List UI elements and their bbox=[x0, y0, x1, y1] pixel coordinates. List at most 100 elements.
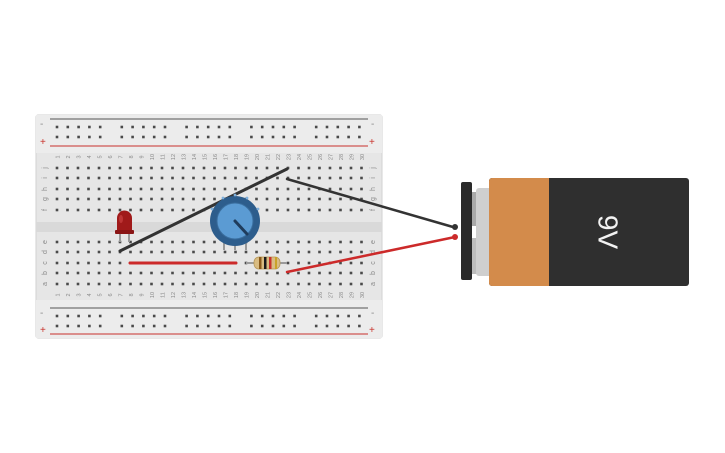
breadboard-hole[interactable] bbox=[150, 250, 153, 254]
resistor[interactable] bbox=[246, 256, 287, 270]
rail-hole[interactable] bbox=[196, 125, 199, 129]
breadboard-hole[interactable] bbox=[244, 176, 248, 180]
rail-hole[interactable] bbox=[325, 314, 329, 318]
rail-hole[interactable] bbox=[66, 324, 70, 328]
rail-hole[interactable] bbox=[66, 135, 70, 139]
breadboard-hole[interactable] bbox=[55, 271, 59, 275]
rail-hole[interactable] bbox=[98, 125, 102, 129]
rail-hole[interactable] bbox=[282, 135, 286, 139]
breadboard-hole[interactable] bbox=[139, 250, 143, 254]
rail-hole[interactable] bbox=[66, 125, 70, 129]
breadboard-hole[interactable] bbox=[318, 197, 321, 201]
breadboard-hole[interactable] bbox=[297, 282, 300, 286]
breadboard-hole[interactable] bbox=[202, 197, 206, 201]
breadboard-hole[interactable] bbox=[265, 166, 269, 170]
breadboard-hole[interactable] bbox=[192, 240, 195, 244]
rail-hole[interactable] bbox=[142, 324, 145, 328]
breadboard-hole[interactable] bbox=[76, 166, 80, 170]
breadboard-hole[interactable] bbox=[66, 208, 69, 212]
breadboard-hole[interactable] bbox=[108, 282, 111, 286]
breadboard-hole[interactable] bbox=[286, 208, 290, 212]
breadboard-hole[interactable] bbox=[297, 261, 300, 265]
breadboard-hole[interactable] bbox=[181, 240, 185, 244]
rail-hole[interactable] bbox=[98, 135, 102, 139]
breadboard-hole[interactable] bbox=[234, 250, 237, 254]
rail-hole[interactable] bbox=[358, 324, 361, 328]
breadboard-hole[interactable] bbox=[139, 176, 143, 180]
rail-hole[interactable] bbox=[358, 314, 361, 318]
rail-hole[interactable] bbox=[228, 314, 232, 318]
breadboard-hole[interactable] bbox=[108, 166, 111, 170]
breadboard-hole[interactable] bbox=[76, 250, 80, 254]
breadboard-hole[interactable] bbox=[307, 208, 311, 212]
breadboard-hole[interactable] bbox=[307, 166, 311, 170]
rail-hole[interactable] bbox=[250, 125, 253, 129]
rail-hole[interactable] bbox=[66, 314, 70, 318]
rail-hole[interactable] bbox=[293, 135, 296, 139]
breadboard-hole[interactable] bbox=[139, 282, 143, 286]
breadboard-hole[interactable] bbox=[97, 208, 101, 212]
breadboard-hole[interactable] bbox=[97, 197, 101, 201]
rail-hole[interactable] bbox=[88, 125, 91, 129]
breadboard-hole[interactable] bbox=[160, 166, 164, 170]
breadboard-hole[interactable] bbox=[265, 208, 269, 212]
breadboard-hole[interactable] bbox=[108, 261, 111, 265]
breadboard-holes[interactable] bbox=[55, 125, 363, 328]
breadboard-hole[interactable] bbox=[108, 250, 111, 254]
breadboard-hole[interactable] bbox=[181, 176, 185, 180]
breadboard-hole[interactable] bbox=[87, 166, 90, 170]
breadboard-hole[interactable] bbox=[76, 240, 80, 244]
breadboard-hole[interactable] bbox=[66, 166, 69, 170]
breadboard-hole[interactable] bbox=[129, 176, 132, 180]
breadboard-hole[interactable] bbox=[360, 271, 363, 275]
rail-hole[interactable] bbox=[250, 324, 253, 328]
breadboard-hole[interactable] bbox=[244, 250, 248, 254]
rail-hole[interactable] bbox=[347, 314, 350, 318]
breadboard-hole[interactable] bbox=[339, 166, 342, 170]
breadboard-hole[interactable] bbox=[360, 208, 363, 212]
breadboard-hole[interactable] bbox=[76, 187, 80, 191]
breadboard-hole[interactable] bbox=[97, 261, 101, 265]
breadboard-hole[interactable] bbox=[244, 166, 248, 170]
breadboard-hole[interactable] bbox=[171, 176, 174, 180]
breadboard-hole[interactable] bbox=[265, 282, 269, 286]
breadboard-hole[interactable] bbox=[255, 271, 258, 275]
breadboard-hole[interactable] bbox=[223, 282, 227, 286]
breadboard-hole[interactable] bbox=[328, 166, 332, 170]
rail-hole[interactable] bbox=[88, 135, 91, 139]
breadboard-hole[interactable] bbox=[108, 208, 111, 212]
breadboard-hole[interactable] bbox=[286, 282, 290, 286]
breadboard-hole[interactable] bbox=[202, 271, 206, 275]
breadboard-hole[interactable] bbox=[213, 166, 216, 170]
breadboard-hole[interactable] bbox=[139, 187, 143, 191]
breadboard-hole[interactable] bbox=[192, 282, 195, 286]
black-jumper-wire[interactable] bbox=[118, 167, 289, 253]
rail-hole[interactable] bbox=[206, 324, 210, 328]
breadboard-hole[interactable] bbox=[202, 166, 206, 170]
breadboard-hole[interactable] bbox=[286, 187, 290, 191]
breadboard-hole[interactable] bbox=[108, 271, 111, 275]
breadboard-hole[interactable] bbox=[66, 197, 69, 201]
breadboard-hole[interactable] bbox=[118, 282, 122, 286]
breadboard-hole[interactable] bbox=[192, 197, 195, 201]
breadboard-hole[interactable] bbox=[108, 176, 111, 180]
breadboard-hole[interactable] bbox=[276, 271, 279, 275]
breadboard-hole[interactable] bbox=[318, 271, 321, 275]
breadboard-hole[interactable] bbox=[129, 208, 132, 212]
breadboard-hole[interactable] bbox=[171, 187, 174, 191]
rail-hole[interactable] bbox=[152, 314, 156, 318]
rail-hole[interactable] bbox=[77, 324, 80, 328]
breadboard-hole[interactable] bbox=[265, 187, 269, 191]
breadboard-hole[interactable] bbox=[192, 187, 195, 191]
potentiometer[interactable] bbox=[210, 193, 260, 250]
rail-hole[interactable] bbox=[336, 324, 340, 328]
rail-hole[interactable] bbox=[250, 314, 253, 318]
breadboard-hole[interactable] bbox=[276, 187, 279, 191]
breadboard-hole[interactable] bbox=[66, 176, 69, 180]
breadboard-hole[interactable] bbox=[55, 197, 59, 201]
breadboard-hole[interactable] bbox=[339, 208, 342, 212]
rail-hole[interactable] bbox=[163, 324, 167, 328]
breadboard-hole[interactable] bbox=[339, 197, 342, 201]
breadboard-hole[interactable] bbox=[97, 282, 101, 286]
breadboard-hole[interactable] bbox=[171, 240, 174, 244]
